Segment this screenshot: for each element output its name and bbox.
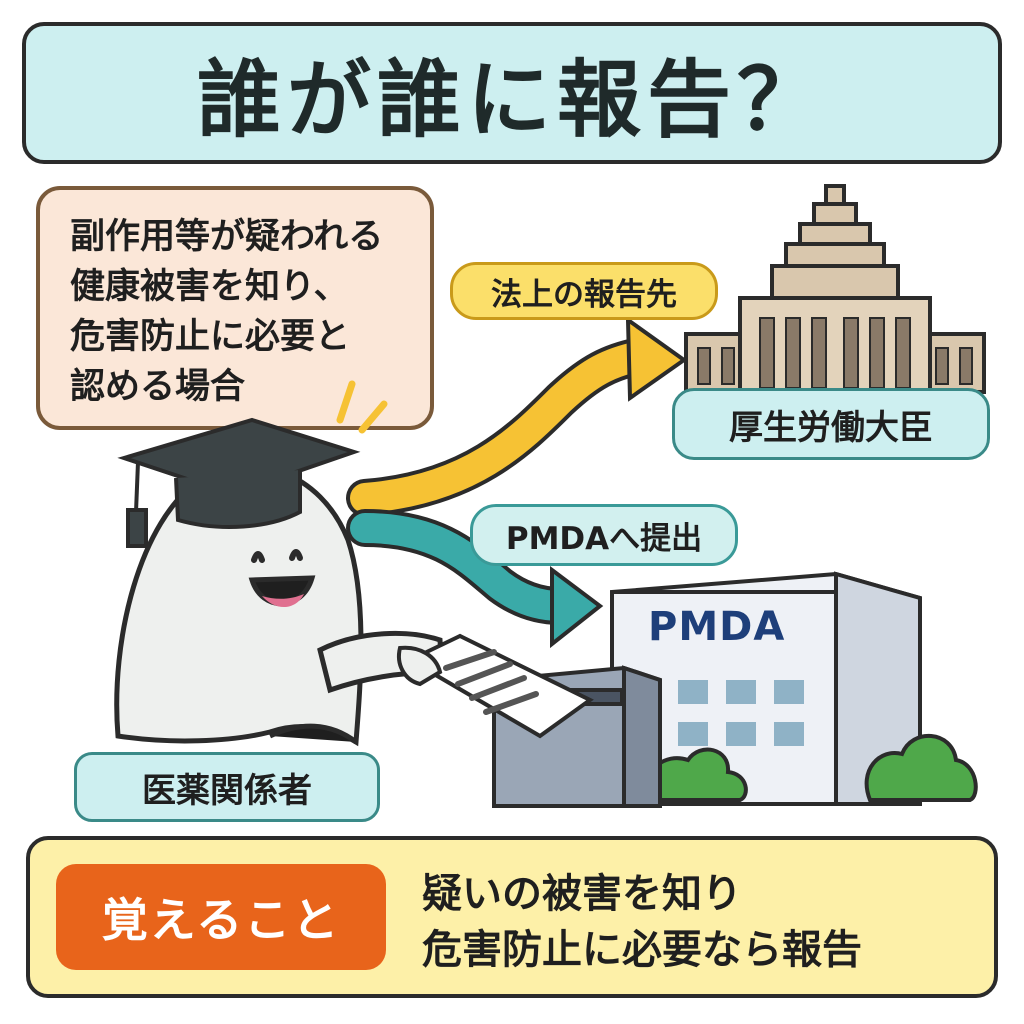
condition-line: 認める場合 [70,367,246,407]
minister-label: 厚生労働大臣 [672,388,990,460]
sparkle-icon [336,380,388,434]
condition-line: 副作用等が疑われる [70,217,384,257]
memo-line: 疑いの被害を知り [422,871,742,917]
page-title: 誰が誰に報告？ [196,50,827,149]
arrow-to-minister [346,316,688,517]
document-icon [397,633,594,739]
pmda-sign: PMDA [648,604,786,650]
memo-badge: 覚えること [56,864,386,970]
arrow-label-minister: 法上の報告先 [450,262,718,320]
arrow-to-pmda [346,509,604,649]
memo-line: 危害防止に必要なら報告 [422,927,862,973]
title-banner: 誰が誰に報告？ [22,22,1002,164]
condition-line: 健康被害を知り、 [70,267,349,307]
arrow-label-pmda: PMDAへ提出 [470,504,738,566]
government-building-icon [684,184,986,394]
pharmacist-label: 医薬関係者 [74,752,380,822]
graduation-cap-icon [117,417,361,548]
memo-text: 疑いの被害を知り 危害防止に必要なら報告 [422,866,982,978]
condition-line: 危害防止に必要と [70,317,351,357]
